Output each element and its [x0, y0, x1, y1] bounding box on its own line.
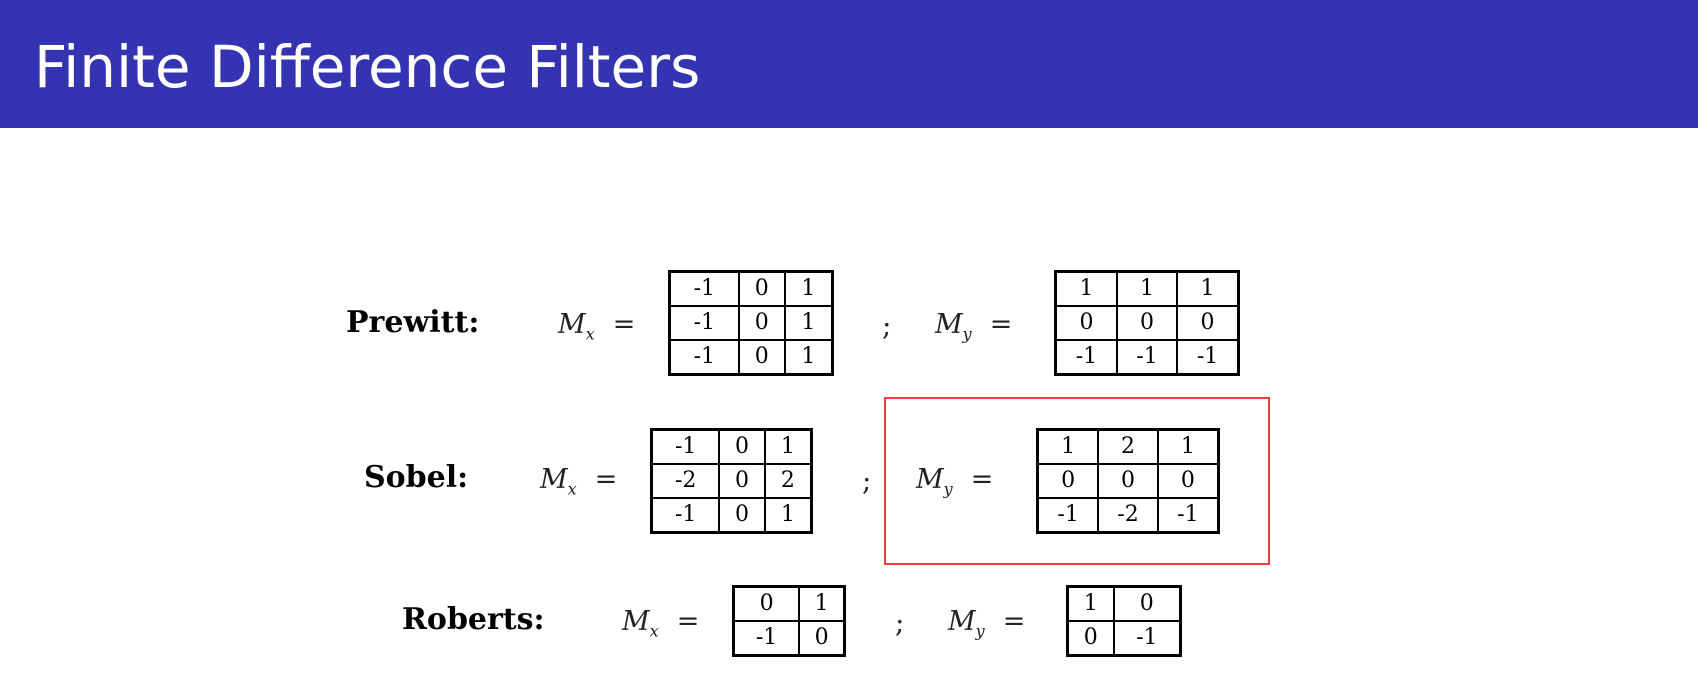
kernel-cell: 1 [1115, 270, 1179, 307]
kernel-cell: 0 [737, 305, 786, 341]
kernel-cell: 1 [1036, 428, 1100, 465]
kernel-cell: -1 [1115, 339, 1179, 376]
kernel-cell: 0 [718, 463, 766, 499]
sobel-separator: ; [862, 464, 872, 497]
kernel-cell: -1 [732, 620, 801, 657]
kernel-cell: 0 [1036, 463, 1100, 499]
kernel-cell: 1 [1066, 585, 1115, 622]
sobel-my-highlight-box [884, 397, 1270, 565]
kernel-cell: 0 [798, 620, 846, 657]
kernel-cell: 0 [737, 270, 786, 307]
kernel-cell: -1 [1054, 339, 1118, 376]
sobel-my-label: My= [916, 464, 994, 499]
kernel-cell: 0 [1112, 585, 1182, 622]
kernel-row: -1-2-1 [1036, 497, 1220, 534]
kernel-cell: 0 [737, 339, 786, 376]
kernel-cell: 1 [1054, 270, 1118, 307]
kernel-cell: -2 [650, 463, 721, 499]
kernel-cell: 0 [1176, 305, 1240, 341]
kernel-cell: -1 [1036, 497, 1100, 534]
kernel-cell: 1 [783, 305, 834, 341]
prewitt-label: Prewitt: [346, 305, 480, 340]
kernel-cell: -1 [1112, 620, 1182, 657]
prewitt-my-label: My= [935, 309, 1013, 344]
kernel-cell: 1 [763, 497, 813, 534]
kernel-cell: 2 [1097, 428, 1159, 465]
kernel-cell: 0 [1097, 463, 1159, 499]
kernel-cell: -1 [668, 339, 740, 376]
kernel-cell: 0 [1054, 305, 1118, 341]
kernel-row: -1-1-1 [1054, 339, 1240, 376]
kernel-cell: -1 [650, 497, 721, 534]
title-bar: Finite Difference Filters [0, 0, 1698, 128]
kernel-cell: 0 [718, 497, 766, 534]
sobel-label: Sobel: [364, 460, 469, 495]
kernel-cell: -1 [650, 428, 721, 465]
kernel-cell: -1 [1176, 339, 1240, 376]
roberts-label: Roberts: [402, 602, 545, 637]
kernel-cell: 0 [1066, 620, 1115, 657]
slide-title: Finite Difference Filters [34, 33, 701, 101]
kernel-cell: 1 [783, 270, 834, 307]
prewitt-separator: ; [882, 309, 892, 342]
kernel-cell: 1 [1176, 270, 1240, 307]
kernel-cell: 1 [1156, 428, 1220, 465]
kernel-cell: -1 [668, 270, 740, 307]
kernel-cell: 0 [732, 585, 801, 622]
kernel-cell: 1 [798, 585, 846, 622]
roberts-mx-label: Mx= [622, 606, 700, 641]
sobel-mx-label: Mx= [540, 464, 618, 499]
kernel-row: 0-1 [1066, 620, 1182, 657]
kernel-cell: 2 [763, 463, 813, 499]
kernel-cell: -1 [668, 305, 740, 341]
kernel-cell: -1 [1156, 497, 1220, 534]
kernel-cell: -2 [1097, 497, 1159, 534]
kernel-cell: 0 [718, 428, 766, 465]
prewitt-mx-label: Mx= [558, 309, 636, 344]
kernel-cell: 0 [1115, 305, 1179, 341]
roberts-my-label: My= [948, 606, 1026, 641]
kernel-cell: 1 [763, 428, 813, 465]
roberts-separator: ; [895, 606, 905, 639]
kernel-cell: 1 [783, 339, 834, 376]
kernel-cell: 0 [1156, 463, 1220, 499]
